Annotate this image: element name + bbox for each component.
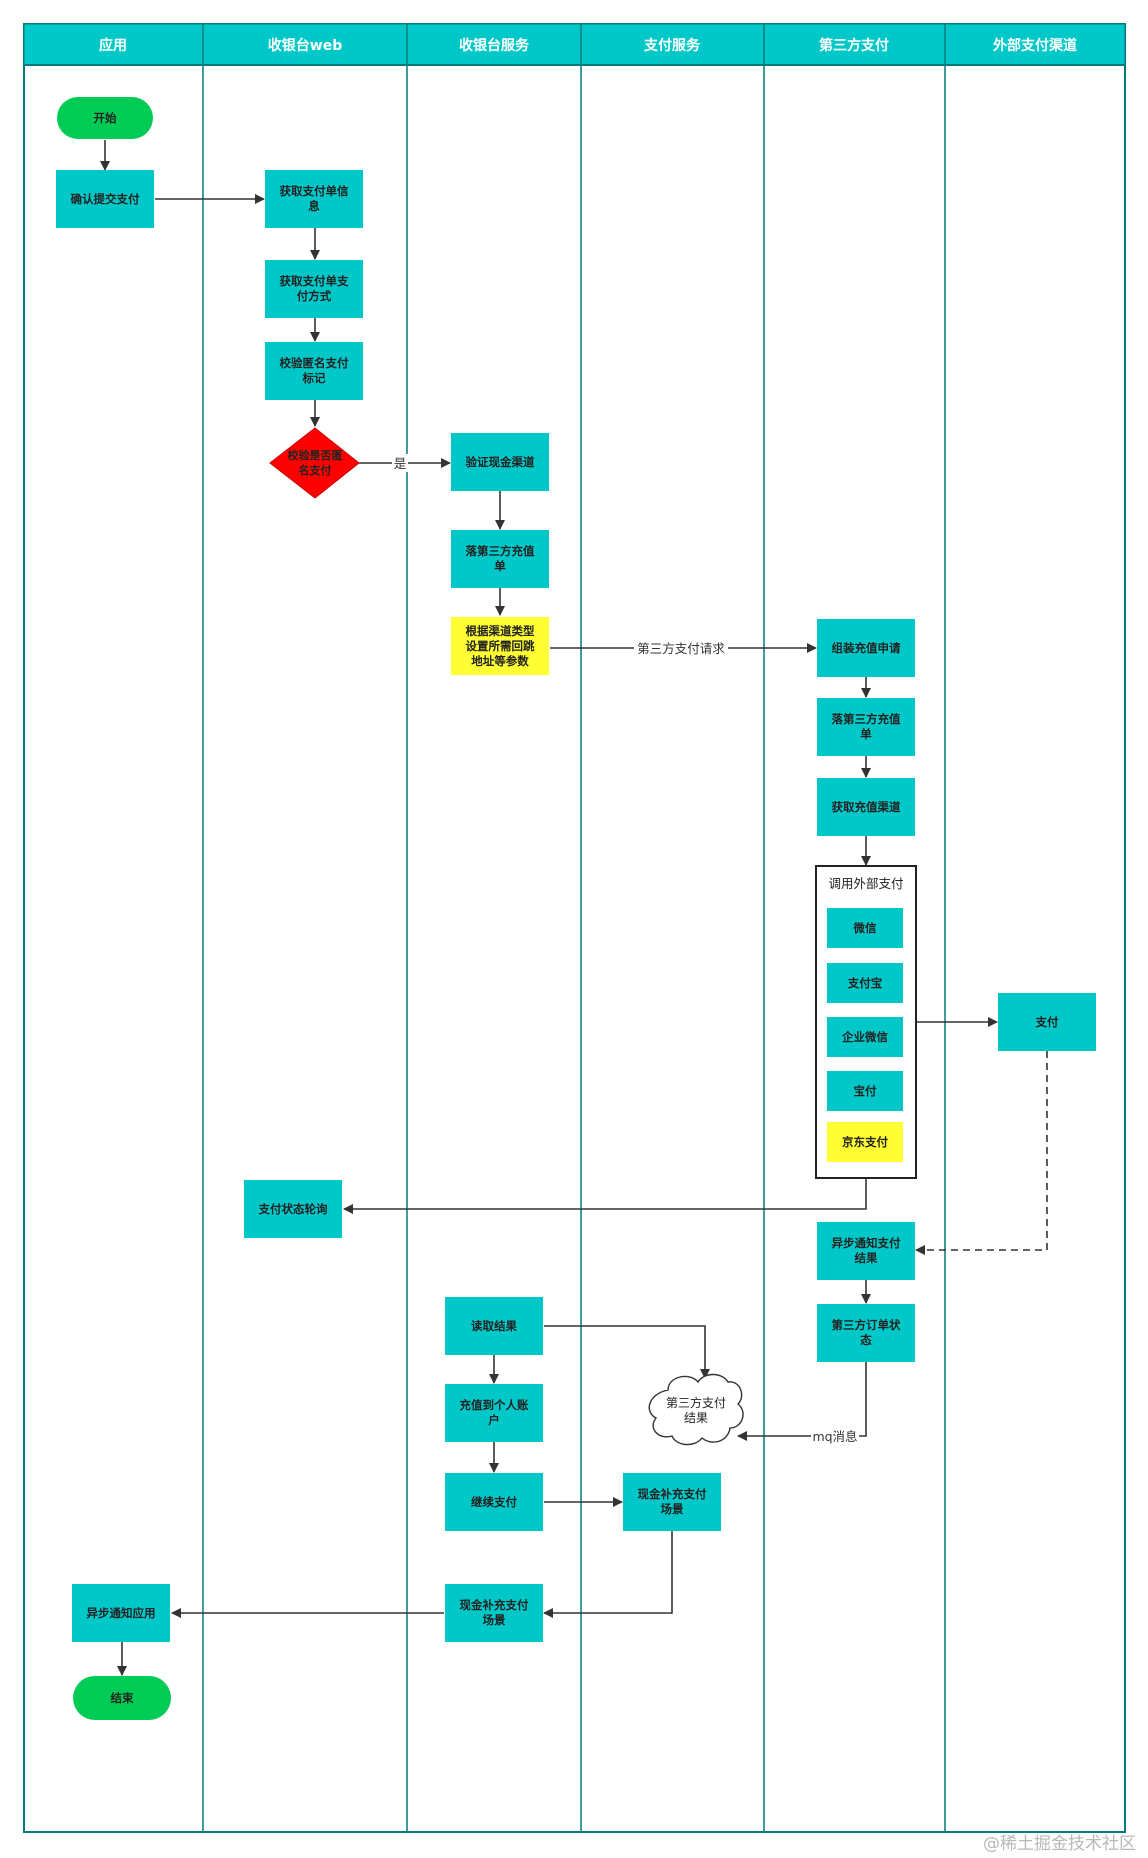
node-recharge-personal-line2: 户 (488, 1413, 500, 1427)
channel-wechat: 微信 (827, 908, 903, 948)
node-set-params-line3: 地址等参数 (471, 654, 529, 668)
node-third-result-line2: 结果 (684, 1411, 708, 1425)
edge-labels: 是 第三方支付请求 mq消息 (392, 454, 859, 1445)
node-poll-status-label: 支付状态轮询 (258, 1202, 328, 1216)
node-set-params-line2: 设置所需回跳 (466, 639, 535, 653)
node-continue-pay-label: 继续支付 (471, 1495, 517, 1509)
node-create-recharge-third: 落第三方充值 单 (817, 698, 915, 756)
node-cash-supplement-pay-line1: 现金补充支付 (638, 1487, 707, 1501)
node-verify-cash: 验证现金渠道 (451, 433, 549, 491)
node-read-result: 读取结果 (445, 1297, 543, 1355)
node-cash-supplement-pay-line2: 场景 (661, 1502, 684, 1516)
channel-wecom-label: 企业微信 (841, 1030, 888, 1044)
node-get-order-info: 获取支付单信 息 (265, 170, 363, 228)
edge-label-third-pay-request: 第三方支付请求 (637, 641, 725, 656)
edge-read-to-cloud (544, 1325, 710, 1379)
node-is-anon-line2: 名支付 (299, 463, 332, 477)
node-get-order-info-line1: 获取支付单信 (280, 184, 349, 198)
edge-orderstatus-to-cloud (737, 1362, 867, 1441)
node-create-recharge-svc: 落第三方充值 单 (451, 530, 549, 588)
lane-header-external-channel: 外部支付渠道 (993, 37, 1077, 54)
edge-supplement-to-svc (543, 1531, 673, 1618)
node-set-params: 根据渠道类型 设置所需回跳 地址等参数 (451, 617, 549, 675)
channel-alipay-label: 支付宝 (847, 976, 883, 990)
node-create-recharge-svc-line1: 落第三方充值 (466, 544, 535, 558)
node-poll-status: 支付状态轮询 (244, 1180, 342, 1238)
node-get-channel-label: 获取充值渠道 (832, 800, 901, 814)
swimlane-frame (23, 23, 1126, 1833)
node-get-pay-method-line2: 付方式 (297, 289, 332, 303)
node-end-label: 结束 (110, 1691, 134, 1705)
lane-header-app: 应用 (99, 37, 127, 54)
channel-alipay: 支付宝 (827, 963, 903, 1003)
node-recharge-personal-line1: 充值到个人账 (460, 1398, 529, 1412)
node-continue-pay: 继续支付 (445, 1473, 543, 1531)
edge-callext-to-poll (343, 1178, 867, 1214)
node-cash-supplement-svc-line1: 现金补充支付 (460, 1598, 529, 1612)
node-get-channel: 获取充值渠道 (817, 778, 915, 836)
node-confirm-pay-label: 确认提交支付 (71, 192, 140, 206)
node-third-result-line1: 第三方支付 (666, 1395, 726, 1410)
edge-label-mq-message: mq消息 (812, 1429, 857, 1444)
node-async-notify-app: 异步通知应用 (72, 1584, 170, 1642)
edge-label-yes: 是 (394, 456, 407, 471)
channel-wecom: 企业微信 (827, 1017, 903, 1057)
node-create-recharge-third-line1: 落第三方充值 (832, 712, 901, 726)
node-call-external-group: 调用外部支付 微信 支付宝 企业微信 宝付 京东支付 (815, 865, 917, 1179)
node-assemble-recharge: 组装充值申请 (817, 619, 915, 677)
lane-headers: 应用 收银台web 收银台服务 支付服务 第三方支付 外部支付渠道 (99, 37, 1077, 54)
node-set-params-line1: 根据渠道类型 (466, 624, 535, 638)
node-async-notify-app-label: 异步通知应用 (87, 1606, 156, 1620)
edge-pay-to-asyncnotify (915, 1051, 1048, 1255)
watermark: @稀土掘金技术社区 (983, 1834, 1136, 1854)
node-create-recharge-third-line2: 单 (860, 727, 872, 741)
node-get-order-info-line2: 息 (308, 199, 320, 213)
node-assemble-recharge-label: 组装充值申请 (832, 641, 901, 655)
node-check-anon: 校验匿名支付 标记 (265, 342, 363, 400)
node-cash-supplement-pay: 现金补充支付 场景 (623, 1473, 721, 1531)
node-third-order-status-line2: 态 (860, 1333, 872, 1347)
node-third-order-status: 第三方订单状 态 (817, 1304, 915, 1362)
node-read-result-label: 读取结果 (471, 1319, 517, 1333)
node-cash-supplement-svc: 现金补充支付 场景 (445, 1584, 543, 1642)
node-is-anon-decision: 校验是否匿 名支付 (269, 427, 360, 499)
lane-header-payment-service: 支付服务 (643, 37, 701, 54)
node-recharge-personal: 充值到个人账 户 (445, 1384, 543, 1442)
node-pay: 支付 (998, 993, 1096, 1051)
node-call-external-label: 调用外部支付 (828, 876, 903, 891)
node-get-pay-method: 获取支付单支 付方式 (265, 260, 363, 318)
node-pay-label: 支付 (1035, 1015, 1059, 1029)
node-end: 结束 (73, 1676, 171, 1720)
node-async-notify-result: 异步通知支付 结果 (817, 1222, 915, 1280)
node-async-notify-result-line2: 结果 (854, 1251, 878, 1265)
lane-header-cashier-web: 收银台web (268, 37, 342, 54)
lane-header-cashier-service: 收银台服务 (459, 37, 530, 54)
node-third-result-cloud: 第三方支付 结果 (648, 1373, 744, 1446)
node-check-anon-line2: 标记 (302, 371, 326, 385)
channel-baofu: 宝付 (827, 1071, 903, 1111)
node-start: 开始 (57, 97, 153, 139)
node-async-notify-result-line1: 异步通知支付 (832, 1236, 901, 1250)
node-get-pay-method-line1: 获取支付单支 (280, 274, 349, 288)
node-verify-cash-label: 验证现金渠道 (466, 455, 535, 469)
node-third-order-status-line1: 第三方订单状 (832, 1318, 901, 1332)
lane-header-third-party: 第三方支付 (819, 37, 889, 54)
node-confirm-pay: 确认提交支付 (56, 170, 154, 228)
channel-jdpay-label: 京东支付 (842, 1135, 888, 1149)
channel-baofu-label: 宝付 (854, 1084, 877, 1098)
node-is-anon-line1: 校验是否匿 (288, 448, 343, 462)
node-start-label: 开始 (94, 111, 117, 125)
node-cash-supplement-svc-line2: 场景 (483, 1613, 506, 1627)
channel-jdpay: 京东支付 (827, 1122, 903, 1162)
channel-wechat-label: 微信 (853, 921, 877, 935)
node-check-anon-line1: 校验匿名支付 (280, 356, 349, 370)
node-create-recharge-svc-line2: 单 (494, 559, 506, 573)
